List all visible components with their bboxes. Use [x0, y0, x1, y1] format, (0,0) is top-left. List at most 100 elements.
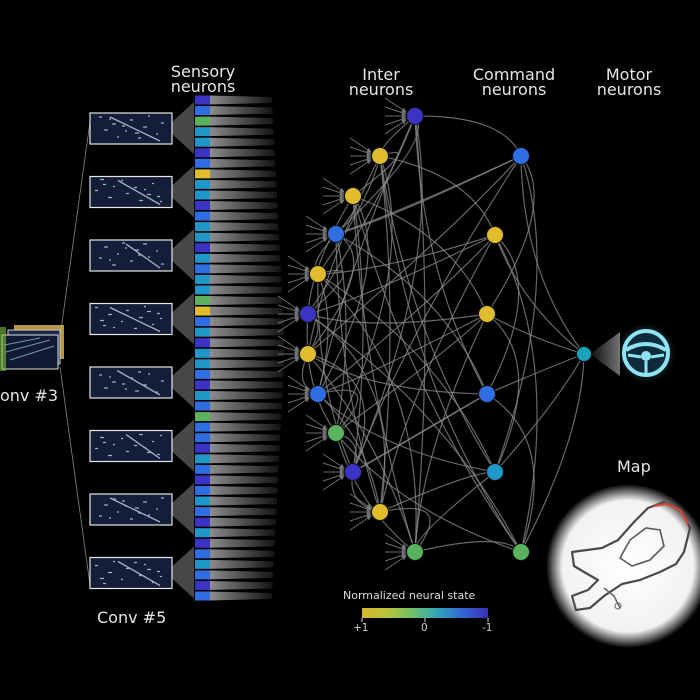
inter-input-stub-8-1 — [305, 423, 328, 433]
synapse-edge-38 — [317, 234, 496, 395]
conv5-map-2 — [89, 239, 173, 272]
header-command-line2: neurons — [481, 80, 547, 99]
synapse-edge-28 — [307, 313, 522, 553]
inter-neuron-10 — [371, 503, 389, 521]
conv5-map-texture-5 — [95, 433, 162, 460]
inter-input-stub-3-4 — [305, 237, 328, 253]
synapse-edge-22 — [307, 269, 344, 315]
inter-input-stub-6-0 — [277, 335, 300, 351]
sensory-neuron-15 — [195, 253, 210, 263]
inter-input-stub-9-1 — [322, 462, 345, 472]
sensory-bar-16 — [210, 264, 281, 274]
sensory-neuron-28 — [195, 390, 210, 400]
synapse-edge-51 — [317, 393, 381, 513]
inter-input-stub-11-3 — [384, 552, 407, 562]
conv5-map-texture-6 — [99, 497, 164, 523]
header-motor-neurons: Motor neurons — [586, 65, 672, 99]
sensory-bar-15 — [210, 253, 281, 263]
sensory-bar-47 — [210, 591, 273, 601]
synapse-edge-24 — [317, 233, 496, 275]
inter-input-stub-5-4 — [277, 317, 300, 333]
inter-input-stub-9-0 — [322, 453, 345, 469]
sensory-bar-2 — [210, 116, 274, 126]
sensory-neuron-36 — [195, 475, 210, 485]
sensory-bar-30 — [210, 412, 282, 422]
sensory-bar-43 — [210, 549, 275, 559]
sensory-bar-27 — [210, 380, 284, 390]
sensory-neuron-11 — [195, 211, 210, 221]
sensory-neuron-6 — [195, 158, 210, 168]
header-sensory-line1: Sensory — [170, 62, 236, 81]
sensory-bar-36 — [210, 475, 279, 485]
sensory-bar-11 — [210, 211, 279, 221]
sensory-neuron-16 — [195, 264, 210, 274]
sensory-neuron-29 — [195, 401, 210, 411]
inter-input-stub-3-0 — [305, 215, 328, 231]
sensory-bar-24 — [210, 348, 285, 358]
inter-neuron-3 — [327, 225, 345, 243]
sensory-bar-42 — [210, 538, 275, 548]
inter-neuron-8 — [327, 424, 345, 442]
synapse-edge-14 — [352, 195, 522, 553]
header-motor-line2: neurons — [596, 80, 662, 99]
synapse-edge-16 — [333, 233, 347, 434]
synapse-edge-59 — [414, 313, 488, 553]
sensory-bar-19 — [210, 296, 283, 306]
synapse-edge-36 — [317, 273, 329, 395]
synapse-edge-44 — [335, 432, 522, 554]
conv5-label: Conv #5 — [97, 608, 167, 627]
inter-input-stub-10-4 — [349, 515, 372, 531]
conv5-map-6 — [89, 493, 173, 526]
sensory-neuron-46 — [195, 580, 210, 590]
sensory-bar-7 — [210, 169, 276, 179]
sensory-fans — [172, 102, 194, 599]
sensory-neuron-30 — [195, 412, 210, 422]
sensory-neuron-21 — [195, 317, 210, 327]
synapse-edge-12 — [317, 195, 369, 395]
colorbar-tick-zero: 0 — [421, 622, 428, 634]
synapse-edge-53 — [379, 468, 496, 513]
conv5-map-4 — [89, 366, 173, 399]
sensory-bar-32 — [210, 433, 281, 443]
inter-input-stub-1-0 — [349, 137, 372, 153]
sensory-neuron-18 — [195, 285, 210, 295]
command-neuron-2 — [478, 305, 496, 323]
sensory-neuron-37 — [195, 485, 210, 495]
command-neuron-3 — [478, 385, 496, 403]
synapse-edge-74 — [410, 471, 496, 553]
sensory-bar-8 — [210, 179, 277, 189]
sensory-bar-28 — [210, 390, 283, 400]
conv-to-sensory-fan-6 — [172, 483, 194, 535]
synapse-edge-39 — [317, 393, 496, 475]
synapse-edge-69 — [486, 353, 585, 395]
synapse-edges — [301, 115, 587, 554]
command-neuron-0 — [512, 147, 530, 165]
sensory-bar-41 — [210, 528, 276, 538]
inter-neuron-7 — [309, 385, 327, 403]
inter-input-stub-9-3 — [322, 472, 345, 482]
synapse-edge-25 — [307, 195, 354, 315]
sensory-neuron-40 — [195, 517, 210, 527]
synapse-edge-63 — [494, 234, 585, 355]
sensory-neuron-27 — [195, 380, 210, 390]
sensory-bar-6 — [210, 158, 276, 168]
inter-input-stub-10-0 — [349, 493, 372, 509]
sensory-bar-12 — [210, 222, 279, 232]
inter-input-stub-11-4 — [384, 555, 407, 571]
sensory-neuron-38 — [195, 496, 210, 506]
synapse-edge-67 — [486, 313, 520, 473]
conv-to-sensory-fan-1 — [172, 165, 194, 218]
sensory-bar-13 — [210, 232, 280, 242]
sensory-bar-21 — [210, 317, 284, 327]
sensory-bar-38 — [210, 496, 278, 506]
synapse-edge-42 — [335, 155, 393, 434]
header-motor-line1: Motor — [605, 65, 653, 84]
header-inter-neurons: Inter neurons — [338, 67, 424, 98]
sensory-neuron-35 — [195, 464, 210, 474]
conv5-map-0 — [89, 112, 173, 145]
inter-input-stub-8-3 — [305, 433, 328, 443]
inter-input-stub-11-1 — [384, 542, 407, 552]
inter-input-stub-8-0 — [305, 414, 328, 430]
motor-neurons — [576, 346, 592, 362]
conv-to-sensory-fan-4 — [172, 356, 194, 408]
